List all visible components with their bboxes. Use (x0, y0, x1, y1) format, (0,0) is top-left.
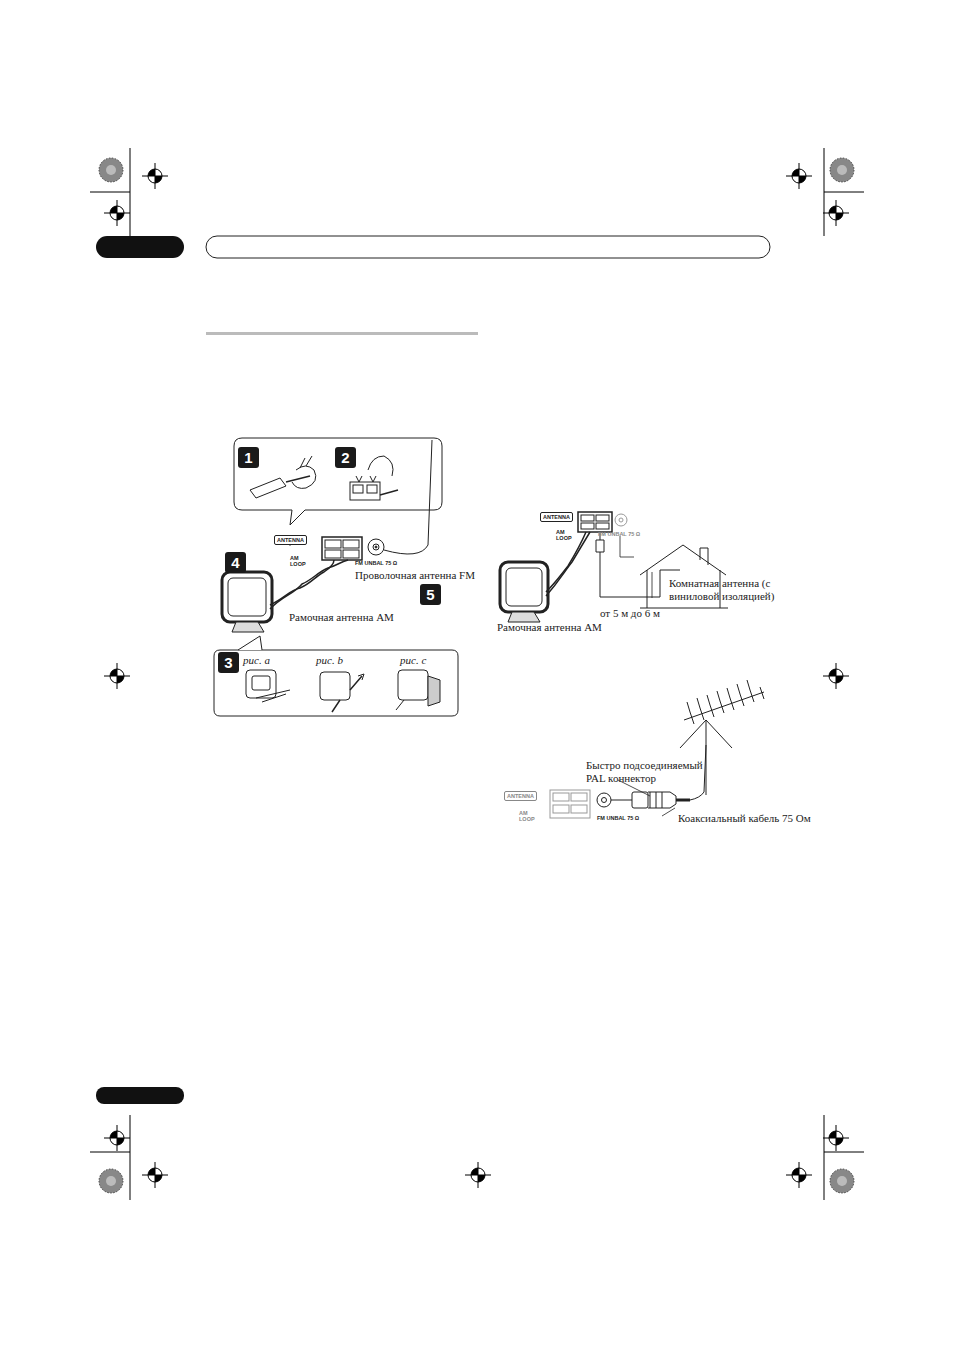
part-label: Рамочная антенна AM (497, 621, 637, 634)
terminal-label: FM UNBAL 75 Ω (597, 815, 639, 821)
printer-marks (90, 148, 864, 1200)
outdoor-antenna-figure (550, 680, 764, 818)
callout-number: 5 (420, 584, 441, 605)
terminal-label: FM UNBAL 75 Ω (355, 560, 397, 566)
figure-label: рис. b (316, 654, 356, 667)
page-tab (96, 1087, 184, 1104)
part-label: Быстро подсоединяемый PAL коннектор (586, 759, 716, 784)
terminal-label: AM LOOP (556, 529, 576, 541)
terminal-label: ANTENNA (540, 512, 573, 522)
callout-number: 2 (335, 447, 356, 468)
section-rule (206, 332, 478, 335)
part-label: Коаксиальный кабель 75 Ом (678, 812, 828, 825)
terminal-label: ANTENNA (504, 791, 537, 801)
indoor-antenna-figure (500, 512, 728, 622)
terminal-label: AM LOOP (290, 555, 310, 567)
part-label: Рамочная антенна AM (289, 611, 429, 624)
figure-label: рис. a (243, 654, 283, 667)
figure-label: рис. c (400, 654, 440, 667)
part-label: Комнатная антенна (с виниловой изоляцией… (669, 577, 799, 602)
terminal-label: FM UNBAL 75 Ω (598, 531, 640, 537)
callout-number: 1 (238, 447, 259, 468)
chapter-tab (96, 236, 184, 258)
callout-number: 3 (218, 652, 239, 673)
callout-number: 4 (225, 552, 246, 573)
terminal-label: ANTENNA (274, 535, 307, 545)
terminal-label: AM LOOP (519, 810, 539, 822)
header-bar (206, 236, 770, 258)
part-label: Проволочная антенна FM (355, 569, 485, 582)
dimension-label: от 5 м до 6 м (600, 607, 690, 620)
